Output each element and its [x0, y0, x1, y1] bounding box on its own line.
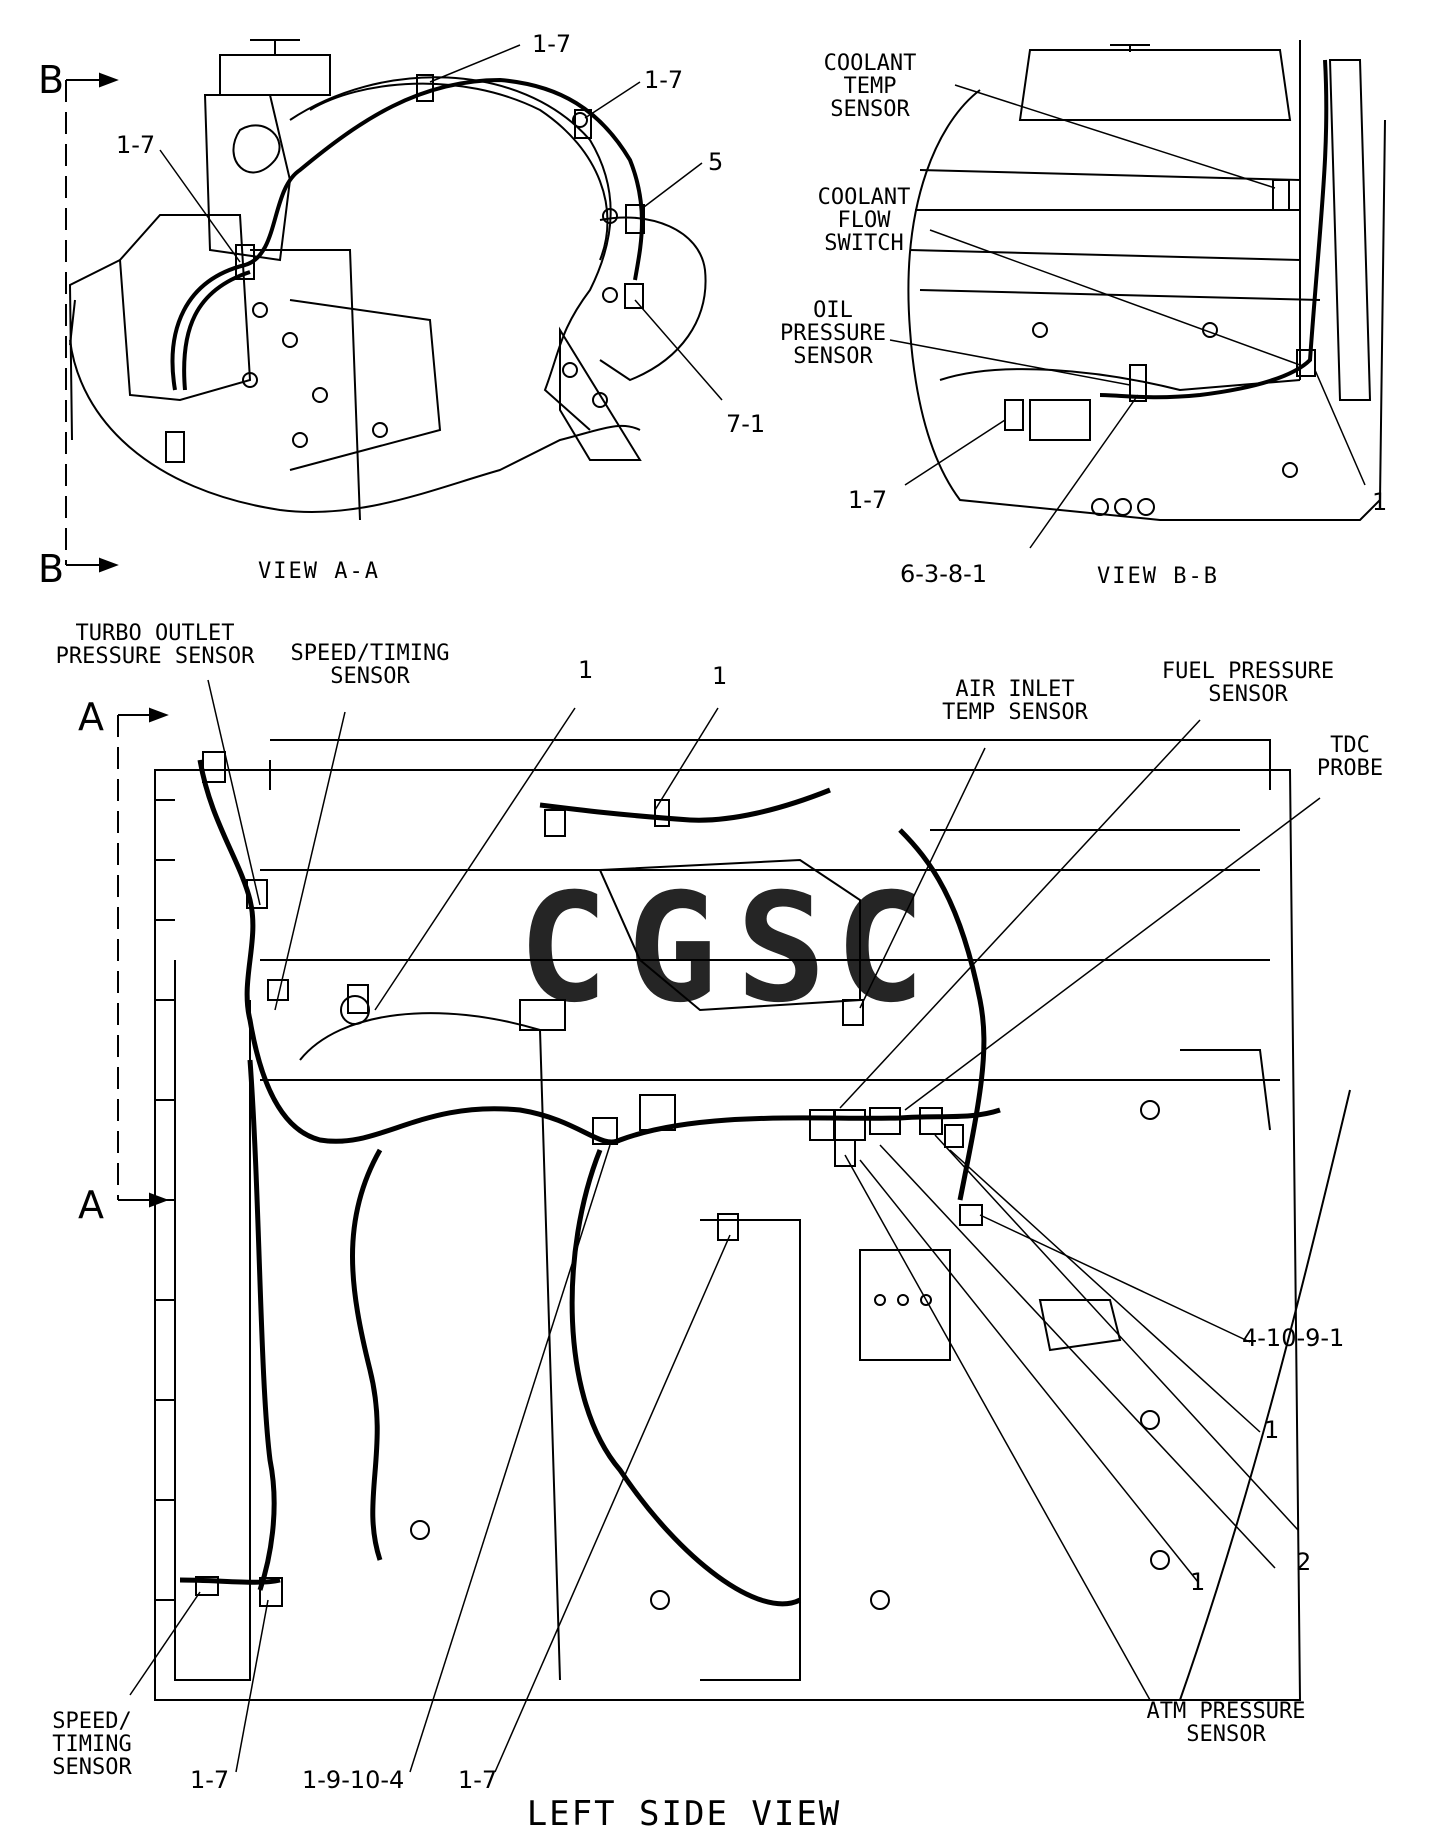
view-aa-caption: VIEW A-A — [258, 559, 380, 584]
fuel-pressure-label-1: FUEL PRESSURE — [1162, 659, 1334, 684]
coolant-flow-label-1: COOLANT — [818, 185, 911, 210]
air-inlet-label-1: AIR INLET — [955, 677, 1074, 702]
callout-aa-3: 1-7 — [116, 131, 155, 159]
left-side-view-title: LEFT SIDE VIEW — [527, 1794, 842, 1834]
callout-aa-4: 5 — [708, 148, 723, 176]
atm-pressure-label-1: ATM PRESSURE — [1147, 1699, 1306, 1724]
left-side-view-drawing — [117, 679, 1351, 1773]
coolant-temp-label-1: COOLANT — [824, 51, 917, 76]
fuel-pressure-label-2: SENSOR — [1208, 682, 1288, 707]
callout-ls-8: 1-9-10-4 — [302, 1766, 404, 1794]
callout-ls-9: 1-7 — [458, 1766, 497, 1794]
callout-ls-5: 2 — [1296, 1548, 1311, 1576]
speed-timing-bottom-label-3: SENSOR — [52, 1755, 132, 1780]
callout-ls-4: 1 — [1264, 1416, 1279, 1444]
speed-timing-bottom-label-1: SPEED/ — [52, 1709, 131, 1734]
speed-timing-top-label-2: SENSOR — [330, 664, 410, 689]
watermark-letter-3: S — [736, 862, 826, 1036]
atm-pressure-label-2: SENSOR — [1186, 1722, 1266, 1747]
air-inlet-label-2: TEMP SENSOR — [942, 700, 1088, 725]
view-bb-caption: VIEW B-B — [1097, 564, 1219, 589]
turbo-outlet-label-1: TURBO OUTLET — [76, 621, 235, 646]
callout-ls-6: 1 — [1190, 1568, 1205, 1596]
speed-timing-bottom-label-2: TIMING — [52, 1732, 131, 1757]
watermark-letter-4: C — [835, 862, 925, 1036]
oil-pressure-label-1: OIL — [813, 298, 853, 323]
callout-ls-2: 1 — [712, 662, 727, 690]
callout-aa-2: 1-7 — [644, 66, 683, 94]
callout-ls-3: 4-10-9-1 — [1242, 1324, 1344, 1352]
watermark-logo: C G S C — [518, 862, 925, 1036]
tdc-probe-label-1: TDC — [1330, 733, 1370, 758]
callout-bb-1: 1-7 — [848, 486, 887, 514]
watermark-letter-1: C — [518, 862, 608, 1036]
coolant-temp-label-3: SENSOR — [830, 97, 910, 122]
coolant-flow-label-3: SWITCH — [824, 231, 903, 256]
tdc-probe-label-2: PROBE — [1317, 756, 1383, 781]
callout-ls-7: 1-7 — [190, 1766, 229, 1794]
callout-aa-1: 1-7 — [532, 30, 571, 58]
section-marker-b-bottom: B — [38, 547, 64, 591]
oil-pressure-label-3: SENSOR — [793, 344, 873, 369]
callout-aa-5: 7-1 — [726, 410, 765, 438]
section-marker-a-top: A — [78, 695, 104, 739]
section-marker-b-top: B — [38, 58, 64, 102]
coolant-flow-label-2: FLOW — [838, 208, 892, 233]
view-aa-drawing — [65, 39, 723, 573]
turbo-outlet-label-2: PRESSURE SENSOR — [56, 644, 255, 669]
view-bb-drawing — [889, 40, 1386, 549]
speed-timing-top-label-1: SPEED/TIMING — [291, 641, 450, 666]
coolant-temp-label-2: TEMP — [844, 74, 897, 99]
callout-ls-1: 1 — [578, 656, 593, 684]
callout-bb-3: 1 — [1372, 488, 1387, 516]
oil-pressure-label-2: PRESSURE — [780, 321, 886, 346]
callout-bb-2: 6-3-8-1 — [900, 560, 987, 588]
watermark-letter-2: G — [627, 862, 717, 1036]
section-marker-a-bottom: A — [78, 1183, 104, 1227]
